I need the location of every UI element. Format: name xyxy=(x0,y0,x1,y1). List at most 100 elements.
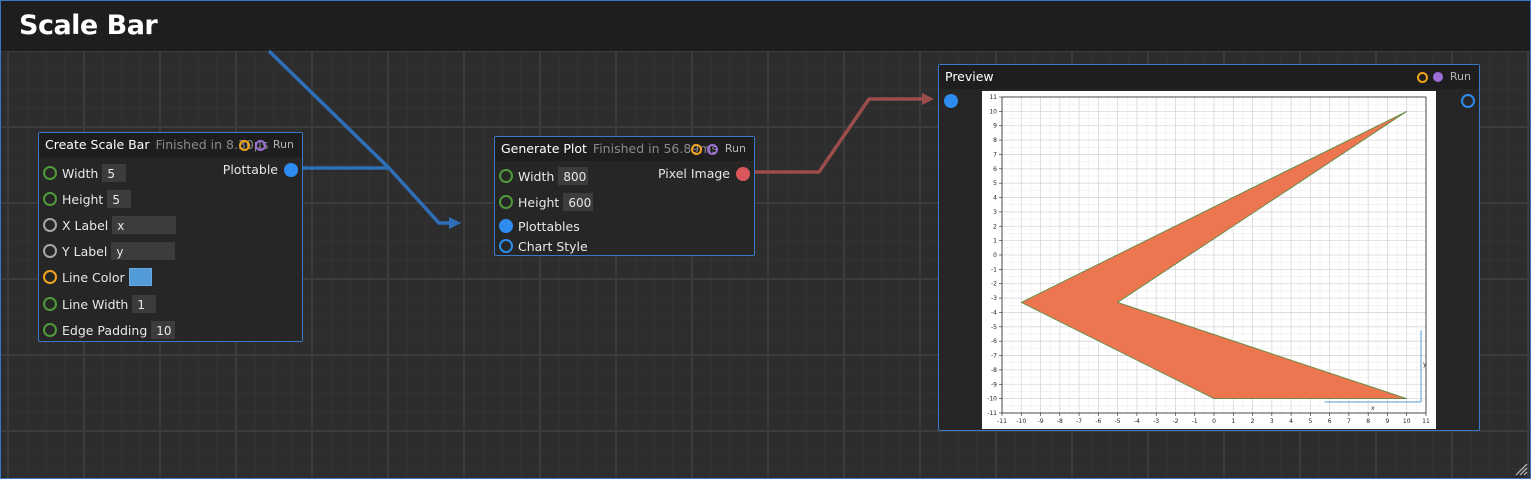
input-height-row: Height 600 xyxy=(495,191,594,213)
input-pin-icon[interactable] xyxy=(499,169,513,183)
input-pin-icon[interactable] xyxy=(43,192,57,206)
input-height-row: Height 5 xyxy=(39,188,132,210)
x-tick-label: -1 xyxy=(1192,418,1198,425)
y-tick-label: 2 xyxy=(993,223,997,230)
y-tick-label: -4 xyxy=(991,309,997,316)
y-tick-label: 4 xyxy=(993,195,997,202)
x-tick-label: -9 xyxy=(1038,418,1044,425)
run-trigger-icon[interactable] xyxy=(1432,72,1443,82)
input-label: Y Label xyxy=(62,243,108,259)
input-label: Width xyxy=(518,168,555,184)
y-label-field[interactable]: y xyxy=(111,242,176,260)
input-pin-icon[interactable] xyxy=(499,239,513,253)
input-pin-icon[interactable] xyxy=(499,195,513,209)
run-controls: Run xyxy=(1416,65,1471,89)
run-trigger-icon[interactable] xyxy=(254,139,266,151)
y-tick-label: 9 xyxy=(993,123,997,130)
x-tick-label: 9 xyxy=(1386,418,1390,425)
input-label: Height xyxy=(62,191,104,207)
x-tick-label: -11 xyxy=(997,418,1007,425)
input-pin-icon[interactable] xyxy=(43,297,57,311)
output-label: Plottable xyxy=(222,162,278,177)
input-pin-icon[interactable] xyxy=(43,270,57,284)
input-pin-connected-icon[interactable] xyxy=(944,94,958,108)
run-trigger-icon[interactable] xyxy=(706,143,718,155)
run-label[interactable]: Run xyxy=(272,138,294,151)
input-label: Width xyxy=(62,165,99,181)
edge-padding-field[interactable]: 10 xyxy=(151,321,176,339)
x-label-field[interactable]: x xyxy=(112,216,177,234)
y-tick-label: -2 xyxy=(991,281,997,288)
run-label[interactable]: Run xyxy=(1449,70,1471,83)
width-field[interactable]: 800 xyxy=(558,167,589,185)
run-state-icon[interactable] xyxy=(238,139,250,151)
data-polygon xyxy=(1020,111,1407,400)
x-tick-label: -3 xyxy=(1153,418,1159,425)
input-label: Chart Style xyxy=(518,238,588,254)
y-tick-label: 10 xyxy=(989,108,997,115)
input-line-color-row: Line Color xyxy=(39,266,152,288)
x-tick-label: 5 xyxy=(1308,418,1312,425)
output-pin-icon[interactable] xyxy=(1461,94,1475,108)
line-color-swatch[interactable] xyxy=(128,268,152,286)
input-label: Height xyxy=(518,194,560,210)
output-plottable-row: Plottable xyxy=(223,162,298,177)
height-field[interactable]: 600 xyxy=(563,193,594,211)
y-tick-label: 3 xyxy=(993,209,997,216)
y-tick-label: -10 xyxy=(987,396,997,403)
output-pin-icon[interactable] xyxy=(736,166,750,181)
input-label: Plottables xyxy=(518,218,580,234)
height-field[interactable]: 5 xyxy=(107,190,132,208)
output-pin-icon[interactable] xyxy=(284,162,298,177)
y-tick-label: 0 xyxy=(993,252,997,259)
resize-grip-icon[interactable] xyxy=(1514,462,1528,476)
line-width-field[interactable]: 1 xyxy=(132,295,157,313)
y-tick-label: 1 xyxy=(993,238,997,245)
y-tick-label: 8 xyxy=(993,137,997,144)
x-tick-label: 4 xyxy=(1289,418,1293,425)
scale-bar-x-label: x xyxy=(1371,405,1375,412)
run-state-icon[interactable] xyxy=(1416,71,1428,83)
run-label[interactable]: Run xyxy=(724,142,746,155)
node-header[interactable]: Preview Run xyxy=(939,65,1479,89)
x-tick-label: 1 xyxy=(1231,418,1235,425)
y-tick-label: -3 xyxy=(991,295,997,302)
x-tick-label: -5 xyxy=(1115,418,1121,425)
input-pin-connected-icon[interactable] xyxy=(499,219,513,233)
y-tick-label: -5 xyxy=(991,324,997,331)
width-field[interactable]: 5 xyxy=(102,164,127,182)
x-tick-label: -6 xyxy=(1095,418,1101,425)
y-tick-label: -1 xyxy=(991,266,997,273)
x-tick-label: 11 xyxy=(1422,418,1430,425)
input-label: Line Width xyxy=(62,296,129,312)
input-pin-icon[interactable] xyxy=(43,218,57,232)
x-tick-label: 7 xyxy=(1347,418,1351,425)
x-tick-label: 3 xyxy=(1270,418,1274,425)
x-tick-label: -10 xyxy=(1016,418,1026,425)
input-pin-icon[interactable] xyxy=(43,323,57,337)
output-label: Pixel Image xyxy=(657,166,730,181)
y-tick-label: -9 xyxy=(991,381,997,388)
x-tick-label: 2 xyxy=(1251,418,1255,425)
x-tick-label: -4 xyxy=(1134,418,1140,425)
y-tick-label: 7 xyxy=(993,151,997,158)
input-pin-icon[interactable] xyxy=(43,244,57,258)
input-label: Edge Padding xyxy=(62,322,148,338)
input-chart-style-row: Chart Style xyxy=(495,235,592,257)
node-title: Create Scale Bar xyxy=(45,137,150,152)
input-pin-icon[interactable] xyxy=(43,166,57,180)
run-controls: Run xyxy=(690,137,746,161)
run-state-icon[interactable] xyxy=(690,143,702,155)
y-tick-label: -7 xyxy=(991,353,997,360)
input-plottables-row: Plottables xyxy=(495,215,584,237)
